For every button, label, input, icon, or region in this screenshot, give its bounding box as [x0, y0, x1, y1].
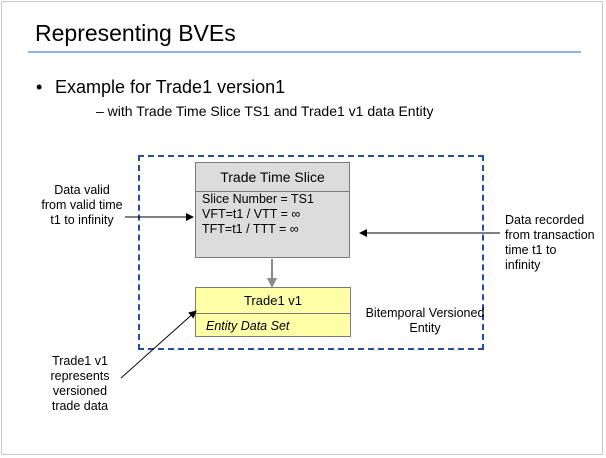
note-transaction-time: Data recorded from transaction time t1 t…	[505, 213, 595, 272]
time-slice-line-1: Slice Number = TS1	[202, 192, 314, 206]
time-slice-line-2: VFT=t1 / VTT = ∞	[202, 207, 301, 221]
bitemporal-entity-frame	[138, 155, 484, 350]
time-slice-line-3: TFT=t1 / TTT = ∞	[202, 222, 299, 236]
arrow-trade-version	[120, 310, 197, 379]
slide-title: Representing BVEs	[35, 20, 236, 46]
bullet-marker: •	[36, 77, 43, 97]
bullet-sub: – with Trade Time Slice TS1 and Trade1 v…	[96, 103, 434, 119]
trade-time-slice-box: Trade Time Slice Slice Number = TS1 VFT=…	[195, 162, 350, 258]
note-trade-version: Trade1 v1 represents versioned trade dat…	[50, 354, 110, 413]
time-slice-header: Trade Time Slice	[196, 163, 349, 192]
entity-header: Trade1 v1	[196, 288, 350, 314]
bullet-main: Example for Trade1 version1	[55, 77, 286, 97]
title-underline	[28, 51, 581, 53]
entity-subtitle: Entity Data Set	[206, 319, 290, 333]
note-valid-time: Data valid from valid time t1 to infinit…	[41, 183, 123, 227]
trade-entity-box: Trade1 v1 Entity Data Set	[195, 287, 351, 337]
note-bitemporal: Bitemporal Versioned Entity	[365, 306, 485, 335]
